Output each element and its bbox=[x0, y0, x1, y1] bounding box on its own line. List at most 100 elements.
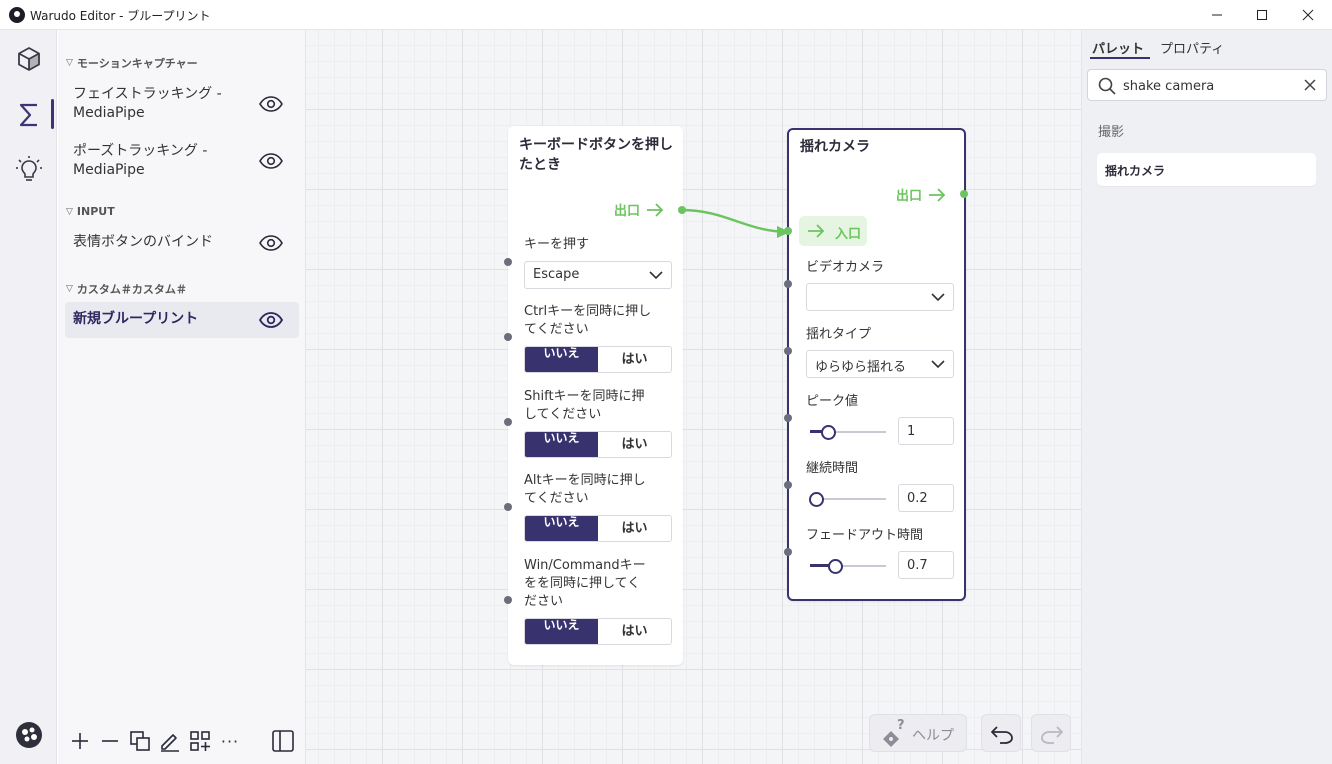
undo-icon bbox=[991, 726, 1013, 744]
toggle-panel-button[interactable] bbox=[270, 728, 296, 754]
redo-button[interactable] bbox=[1031, 714, 1071, 752]
eye-icon[interactable] bbox=[259, 235, 283, 251]
maximize-button[interactable] bbox=[1239, 0, 1285, 30]
shift-toggle[interactable]: いいえ はい bbox=[524, 431, 672, 458]
node-title-line: たとき bbox=[519, 157, 561, 173]
input-port-dot[interactable] bbox=[784, 481, 792, 489]
duration-input[interactable]: 0.2 bbox=[898, 484, 954, 512]
section-header-motion-capture[interactable]: ▽ モーションキャプチャー bbox=[66, 55, 198, 71]
outline-item-label: フェイストラッキング - MediaPipe bbox=[73, 85, 222, 123]
output-port-dot[interactable] bbox=[678, 206, 686, 214]
slider-fill bbox=[810, 430, 828, 433]
close-window-button[interactable] bbox=[1285, 0, 1331, 30]
toggle-yes-option[interactable]: はい bbox=[598, 432, 671, 457]
minimize-button[interactable] bbox=[1194, 0, 1240, 30]
section-header-custom[interactable]: ▽ カスタム＃カスタム＃ bbox=[66, 281, 187, 297]
shake-type-dropdown[interactable]: ゆらゆら揺れる bbox=[806, 350, 954, 378]
add-asset-grid-button[interactable] bbox=[187, 728, 213, 754]
toggle-no-option[interactable]: いいえ bbox=[525, 516, 598, 541]
toggle-no-option[interactable]: いいえ bbox=[525, 619, 598, 644]
shake-type-label: 揺れタイプ bbox=[806, 327, 872, 342]
clear-search-icon[interactable] bbox=[1303, 78, 1317, 92]
key-dropdown[interactable]: Escape bbox=[524, 261, 672, 289]
add-button[interactable] bbox=[67, 728, 93, 754]
help-icon: ? bbox=[883, 718, 905, 747]
toggle-no-option[interactable]: いいえ bbox=[525, 347, 598, 372]
sidebar-toggle-icon bbox=[272, 730, 294, 752]
outline-item-new-blueprint[interactable]: 新規ブループリント bbox=[65, 302, 299, 338]
arrow-right-icon bbox=[808, 224, 825, 238]
blueprint-button[interactable] bbox=[8, 94, 50, 136]
toggle-no-option[interactable]: いいえ bbox=[525, 432, 598, 457]
close-icon bbox=[1302, 9, 1314, 21]
input-port-dot[interactable] bbox=[784, 548, 792, 556]
rename-button[interactable] bbox=[157, 728, 183, 754]
minimize-icon bbox=[1212, 14, 1222, 16]
toggle-yes-option[interactable]: はい bbox=[598, 619, 671, 644]
tab-palette[interactable]: パレット bbox=[1092, 42, 1145, 57]
fade-out-slider[interactable] bbox=[810, 554, 886, 578]
toggle-yes-option[interactable]: はい bbox=[598, 347, 671, 372]
plus-icon bbox=[72, 733, 88, 749]
outline-toolbar: ··· bbox=[58, 720, 306, 764]
section-header-input[interactable]: ▽ INPUT bbox=[66, 205, 115, 218]
label-line: Altキーを同時に押し bbox=[524, 473, 646, 488]
slider-handle[interactable] bbox=[809, 492, 824, 507]
search-input[interactable] bbox=[1123, 76, 1293, 96]
duration-slider[interactable] bbox=[809, 487, 886, 511]
input-port-dot[interactable] bbox=[784, 347, 792, 355]
outline-item-expression-binding[interactable]: 表情ボタンのバインド bbox=[65, 228, 299, 258]
pencil-icon bbox=[161, 734, 179, 752]
input-port-dot[interactable] bbox=[504, 418, 512, 426]
eye-icon[interactable] bbox=[259, 153, 283, 169]
palette-item-shake-camera[interactable]: 揺れカメラ bbox=[1097, 153, 1316, 186]
warudo-menu-button[interactable] bbox=[8, 714, 50, 756]
duration-label: 継続時間 bbox=[806, 461, 859, 476]
input-port-dot[interactable] bbox=[784, 280, 792, 288]
slider-track bbox=[810, 565, 886, 567]
input-port-dot[interactable] bbox=[784, 414, 792, 422]
win-toggle[interactable]: いいえ はい bbox=[524, 618, 672, 645]
input-port[interactable]: 入口 bbox=[799, 216, 867, 246]
blueprint-canvas[interactable]: キーボードボタンを押し たとき 出口 キーを押す Escape Ctrlキーを同… bbox=[306, 30, 1081, 764]
warudo-logo-icon bbox=[16, 722, 42, 748]
fade-out-input[interactable]: 0.7 bbox=[898, 551, 954, 579]
output-port-dot[interactable] bbox=[960, 190, 968, 198]
peak-label: ピーク値 bbox=[806, 394, 859, 409]
palette-category: 撮影 bbox=[1098, 125, 1125, 140]
eye-icon[interactable] bbox=[259, 96, 283, 112]
eye-icon[interactable] bbox=[259, 312, 283, 328]
icon-rail bbox=[0, 30, 57, 764]
input-port-dot[interactable] bbox=[504, 503, 512, 511]
peak-input[interactable]: 1 bbox=[898, 417, 954, 445]
toggle-yes-option[interactable]: はい bbox=[598, 516, 671, 541]
output-port[interactable]: 出口 bbox=[614, 200, 664, 219]
duplicate-button[interactable] bbox=[127, 728, 153, 754]
slider-handle[interactable] bbox=[828, 559, 843, 574]
output-port[interactable]: 出口 bbox=[896, 185, 946, 204]
node-keyboard-button[interactable]: キーボードボタンを押し たとき 出口 キーを押す Escape Ctrlキーを同… bbox=[504, 126, 686, 665]
input-port-dot[interactable] bbox=[504, 333, 512, 341]
more-options-button[interactable]: ··· bbox=[217, 728, 243, 754]
slider-handle[interactable] bbox=[821, 425, 836, 440]
scene-button[interactable] bbox=[8, 38, 50, 80]
camera-dropdown[interactable] bbox=[806, 283, 954, 311]
node-shake-camera[interactable]: 揺れカメラ 出口 入口 ビデオカメラ 揺れタイプ ゆらゆら揺れる ピーク値 bbox=[784, 128, 968, 601]
alt-toggle[interactable]: いいえ はい bbox=[524, 515, 672, 542]
palette-search[interactable] bbox=[1087, 69, 1327, 101]
outline-item-pose-tracking[interactable]: ポーズトラッキング - MediaPipe bbox=[65, 137, 299, 185]
undo-button[interactable] bbox=[981, 714, 1021, 752]
slider-fill bbox=[810, 564, 835, 567]
input-port-dot[interactable] bbox=[504, 596, 512, 604]
input-port-dot[interactable] bbox=[784, 227, 792, 235]
outline-item-face-tracking[interactable]: フェイストラッキング - MediaPipe bbox=[65, 80, 299, 128]
connection-wire bbox=[681, 208, 791, 238]
onboarding-button[interactable] bbox=[8, 148, 50, 190]
peak-slider[interactable] bbox=[810, 420, 886, 444]
ctrl-toggle[interactable]: いいえ はい bbox=[524, 346, 672, 373]
tab-properties[interactable]: プロパティ bbox=[1160, 42, 1225, 57]
remove-button[interactable] bbox=[97, 728, 123, 754]
input-port-dot[interactable] bbox=[504, 258, 512, 266]
help-button[interactable]: ? ヘルプ bbox=[869, 714, 967, 752]
section-header-label: カスタム＃カスタム＃ bbox=[76, 283, 187, 296]
